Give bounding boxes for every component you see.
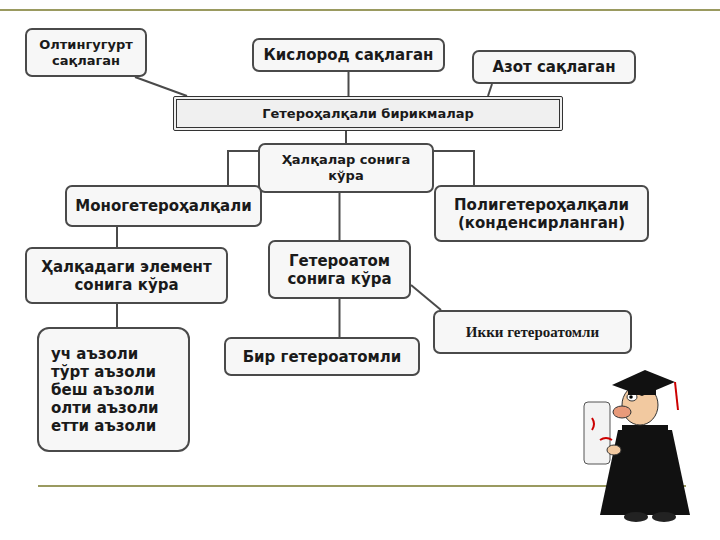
node-label: Гетероатом сонига кўра: [276, 252, 403, 288]
connector-line: [339, 299, 341, 337]
criterion-box: Ҳалқадаги элемент сонига кўра: [25, 247, 228, 304]
rule-line: [0, 9, 720, 11]
node-label: Полигетероҳалқали (конденсирланган): [442, 196, 641, 232]
group-box: Кислород сақлаган: [252, 38, 445, 72]
class-box: Моногетероҳалқали: [65, 185, 262, 227]
node-label: Азот сақлаган: [492, 58, 615, 76]
node-label: олти аъзоли: [51, 399, 159, 417]
node-label: Икки гетероатомли: [466, 323, 599, 341]
criterion-box: Гетероатом сонига кўра: [268, 240, 411, 299]
class-box: Полигетероҳалқали (конденсирланган): [434, 185, 649, 242]
connector-line: [228, 151, 258, 185]
node-label: Ҳалқалар сонига кўра: [266, 152, 426, 183]
connector-line: [411, 285, 441, 310]
node-label: Олтингугурт сақлаган: [33, 37, 139, 68]
connector-line: [345, 131, 347, 143]
node-label: Бир гетероатомли: [243, 348, 402, 366]
connector-line: [348, 72, 350, 96]
connector-line: [116, 304, 118, 327]
node-label: Ҳалқадаги элемент сонига кўра: [33, 258, 220, 294]
node-label: етти аъзоли: [51, 417, 156, 435]
criterion-box: Ҳалқалар сонига кўра: [258, 143, 434, 193]
class-box: Икки гетероатомли: [433, 310, 632, 354]
connector-line: [339, 193, 341, 240]
connector-line: [135, 77, 187, 96]
group-box: Азот сақлаган: [472, 50, 636, 84]
connector-line: [116, 227, 118, 247]
title-band: Гетероҳалқали бирикмалар: [173, 96, 563, 131]
connector-line: [434, 151, 474, 185]
connector-line: [488, 84, 492, 96]
rule-line: [38, 485, 686, 487]
group-box: Олтингугурт сақлаган: [25, 28, 147, 77]
node-label: уч аъзоли: [51, 345, 138, 363]
node-label: Моногетероҳалқали: [75, 197, 251, 215]
professor-figure: [584, 370, 690, 522]
list-box: уч аъзолитўрт аъзолибеш аъзолиолти аъзол…: [37, 327, 190, 452]
class-box: Бир гетероатомли: [224, 337, 420, 376]
node-label: Кислород сақлаган: [264, 46, 434, 64]
node-label: беш аъзоли: [51, 381, 155, 399]
node-label: тўрт аъзоли: [51, 363, 156, 381]
node-label: Гетероҳалқали бирикмалар: [262, 106, 474, 122]
